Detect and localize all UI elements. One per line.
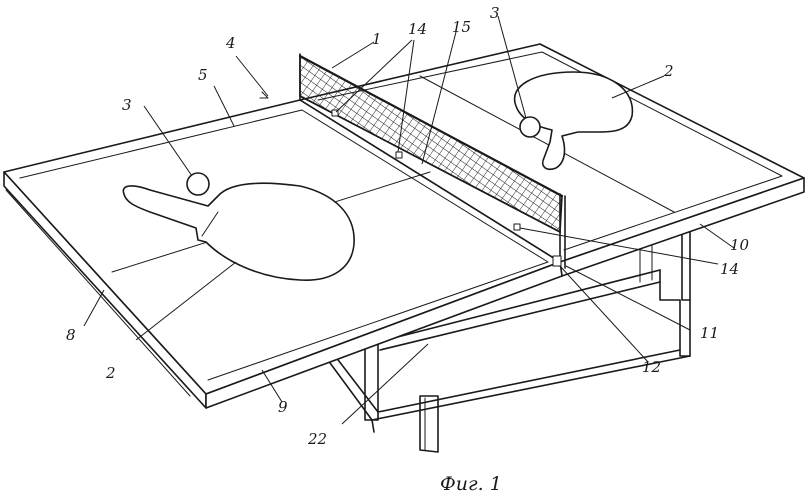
callout-labels: 1 14 15 3 2 4 5 3 8 2 9 22 10 14 11 12: [66, 4, 750, 448]
ball-right: [519, 116, 541, 138]
label-half-left: 5: [198, 66, 208, 84]
label-edge-right: 10: [730, 236, 750, 254]
figure-caption: Фиг. 1: [440, 473, 502, 495]
label-clamp-front: 11: [700, 324, 719, 342]
leader-lines: [83, 15, 735, 425]
label-paddle-left: 2: [105, 364, 116, 382]
label-paddle-right: 2: [663, 62, 674, 80]
label-ball-left: 3: [122, 96, 132, 114]
label-hook-top: 14: [408, 20, 427, 38]
label-net: 1: [372, 30, 382, 48]
label-ball-right: 3: [490, 4, 500, 22]
paddle-left: [122, 182, 355, 281]
label-support-frame: 22: [307, 430, 327, 448]
label-edge-left: 8: [66, 326, 76, 344]
ball-left: [186, 172, 210, 196]
net: [298, 53, 566, 269]
label-net-cord: 15: [452, 18, 471, 36]
label-joint: 12: [642, 358, 661, 376]
label-table-arrow: 4: [225, 34, 236, 52]
table-arrow-icon: [259, 91, 269, 99]
label-hook-right: 14: [720, 260, 739, 278]
paddle-right: [513, 71, 634, 171]
label-edge-front: 9: [278, 398, 288, 416]
